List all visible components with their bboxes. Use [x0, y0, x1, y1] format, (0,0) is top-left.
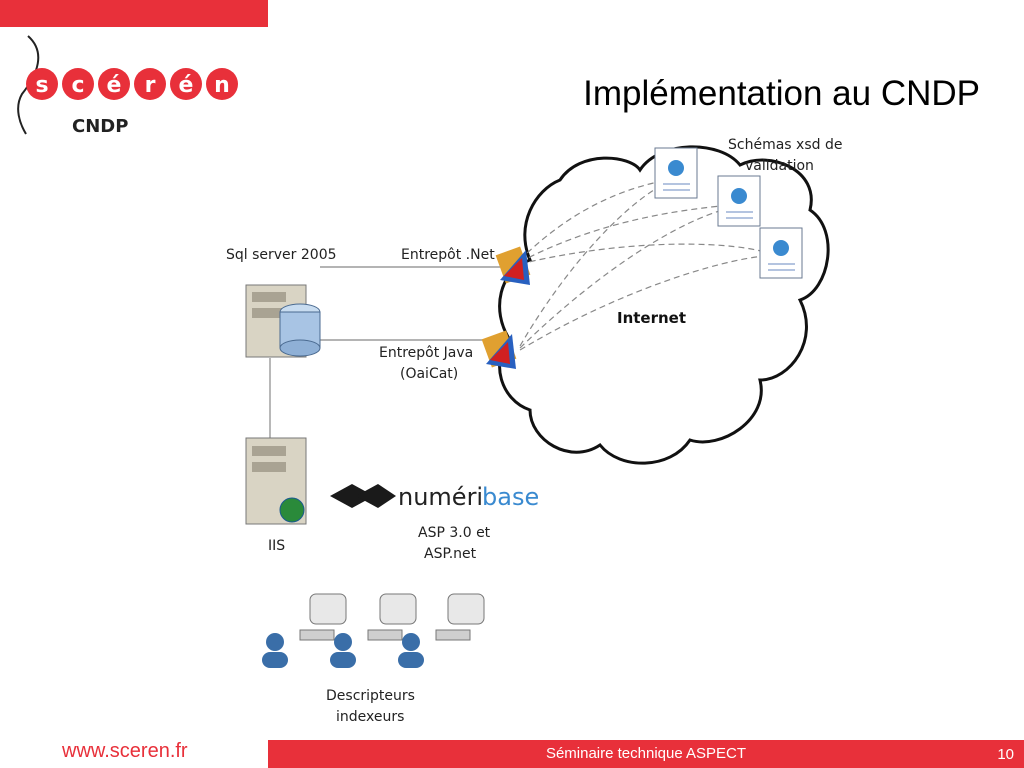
svg-text:c: c	[71, 73, 84, 98]
numeribase-part1: numéri	[398, 483, 483, 511]
entrepot-java-label-2: (OaiCat)	[400, 366, 458, 382]
internet-label: Internet	[617, 309, 686, 327]
schemas-label-2: validation	[745, 158, 814, 174]
footer-seminar-text: Séminaire technique ASPECT	[545, 745, 747, 762]
descripteurs-label-1: Descripteurs	[326, 688, 415, 704]
xsd-document-icon-1	[654, 147, 698, 199]
svg-text:s: s	[35, 73, 48, 98]
workstation-icon-1	[262, 593, 347, 668]
svg-text:é: é	[179, 73, 194, 98]
page-number: 10	[997, 746, 1014, 763]
xsd-document-icon-3	[759, 227, 803, 279]
entrepot-net-icon	[495, 246, 531, 285]
entrepot-java-label-1: Entrepôt Java	[379, 345, 473, 361]
svg-text:n: n	[214, 73, 230, 98]
asp-label-1: ASP 3.0 et	[418, 525, 491, 541]
iis-label: IIS	[268, 538, 285, 554]
xsd-document-icon-2	[717, 175, 761, 227]
workstation-icon-2	[330, 593, 417, 668]
footer-bar: Séminaire technique ASPECT 10	[268, 740, 1024, 768]
footer-url[interactable]: www.sceren.fr	[62, 740, 188, 762]
page-title: Implémentation au CNDP	[583, 74, 980, 113]
numeribase-part2: base	[482, 483, 539, 511]
entrepot-net-label: Entrepôt .Net	[401, 247, 495, 263]
asp-label-2: ASP.net	[424, 546, 477, 562]
descripteurs-label-2: indexeurs	[336, 709, 404, 725]
schemas-label-1: Schémas xsd de	[728, 137, 842, 153]
logo-cndp-text: CNDP	[72, 116, 128, 137]
iis-server-icon	[245, 437, 307, 525]
sql-server-label: Sql server 2005	[226, 247, 337, 263]
svg-text:r: r	[145, 73, 156, 98]
svg-text:é: é	[107, 73, 122, 98]
entrepot-java-icon	[481, 330, 517, 369]
sql-server-icon	[245, 284, 321, 358]
top-accent-bar	[0, 0, 268, 27]
numeribase-logo: numéri base	[330, 483, 539, 511]
workstation-icon-3	[398, 593, 485, 668]
